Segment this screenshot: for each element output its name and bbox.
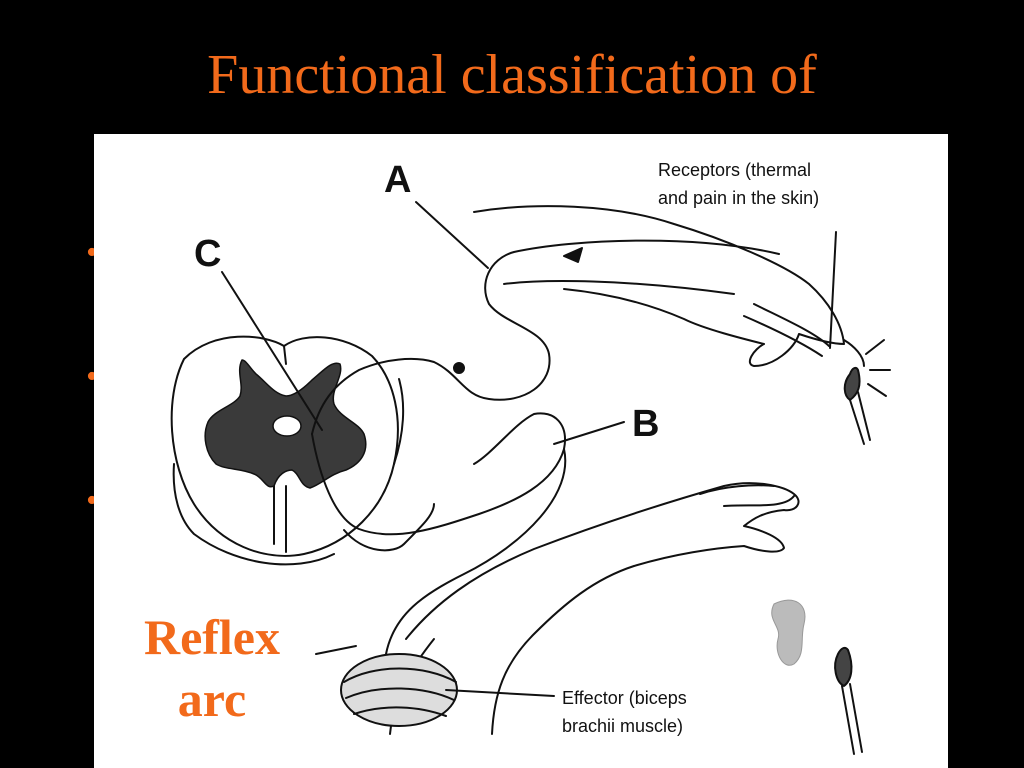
leader-b xyxy=(553,421,625,445)
bullet-2: • xyxy=(86,358,98,395)
motor-neuron-path xyxy=(311,412,566,536)
candle-flame-2 xyxy=(834,646,853,687)
receptors-label-line1: Receptors (thermal xyxy=(658,160,811,180)
label-b: B xyxy=(632,403,659,445)
label-a: A xyxy=(384,159,411,201)
upper-hand xyxy=(473,205,845,367)
leader-c xyxy=(221,271,323,431)
effector-label-line1: Effector (biceps xyxy=(562,688,687,708)
label-c: C xyxy=(194,233,221,275)
bullet-1: • xyxy=(86,234,98,271)
reflex-arc-caption: Reflex arc xyxy=(112,606,312,730)
reflex-arc-diagram: A B C Receptors (thermal and pain in the… xyxy=(170,159,891,755)
candle-flame xyxy=(843,366,861,401)
lower-arm xyxy=(405,482,800,735)
leader-a xyxy=(415,201,489,269)
spinal-cord-section xyxy=(170,335,405,566)
bullet-3: • xyxy=(86,482,98,519)
leader-receptors xyxy=(829,231,837,349)
receptors-label-line2: and pain in the skin) xyxy=(658,188,819,208)
effector-label-line2: brachii muscle) xyxy=(562,716,683,736)
leader-reflex-arc xyxy=(315,645,357,655)
biceps-muscle xyxy=(340,653,458,727)
caption-line-1: Reflex xyxy=(143,609,281,665)
reflex-arc-figure: A B C Receptors (thermal and pain in the… xyxy=(94,134,948,768)
ganglion-dot xyxy=(453,362,465,374)
slide-title: Functional classification of xyxy=(207,44,817,106)
arrow-head xyxy=(563,247,583,263)
sensory-neuron-path xyxy=(311,239,780,435)
leader-effector xyxy=(445,689,555,697)
central-canal xyxy=(272,415,302,437)
smoke-puff xyxy=(771,599,806,666)
caption-line-2: arc xyxy=(177,671,247,727)
